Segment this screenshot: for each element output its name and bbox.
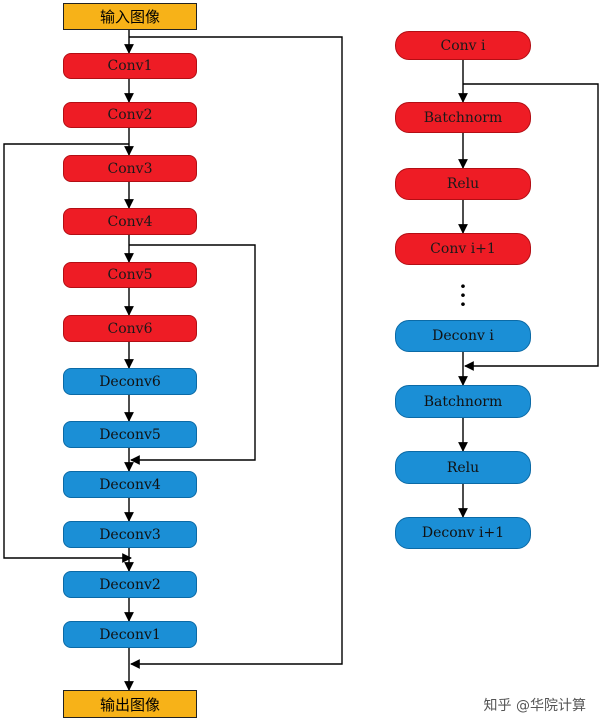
- conv6-block: Conv6: [63, 315, 197, 342]
- ellipsis-vertical: ···: [459, 274, 467, 316]
- skip-conv3-to-deconv2: [3, 143, 132, 563]
- watermark-text: 知乎 @华院计算: [483, 698, 586, 714]
- conv2-block: Conv2: [63, 102, 197, 128]
- deconv2-block: Deconv2: [63, 571, 197, 598]
- skip-input-to-output: [129, 36, 343, 669]
- batchnorm-2-block: Batchnorm: [395, 385, 531, 418]
- output-image-box: 输出图像: [63, 690, 197, 718]
- skip-conv5-to-deconv4: [129, 244, 256, 465]
- input-image-box: 输入图像: [63, 3, 197, 30]
- conv-i-block: Conv i: [395, 31, 531, 60]
- conv3-block: Conv3: [63, 155, 197, 182]
- conv1-block: Conv1: [63, 53, 197, 79]
- deconv-i-plus-1-block: Deconv i+1: [395, 517, 531, 549]
- deconv5-block: Deconv5: [63, 421, 197, 448]
- deconv6-block: Deconv6: [63, 368, 197, 395]
- batchnorm-1-block: Batchnorm: [395, 102, 531, 133]
- deconv4-block: Deconv4: [63, 471, 197, 498]
- relu-2-block: Relu: [395, 451, 531, 484]
- deconv1-block: Deconv1: [63, 621, 197, 648]
- conv-i-plus-1-block: Conv i+1: [395, 233, 531, 265]
- conv5-block: Conv5: [63, 262, 197, 288]
- relu-1-block: Relu: [395, 168, 531, 200]
- deconv-i-block: Deconv i: [395, 320, 531, 352]
- skip-convi-to-batchnorm2: [463, 83, 599, 371]
- deconv3-block: Deconv3: [63, 521, 197, 548]
- conv4-block: Conv4: [63, 208, 197, 235]
